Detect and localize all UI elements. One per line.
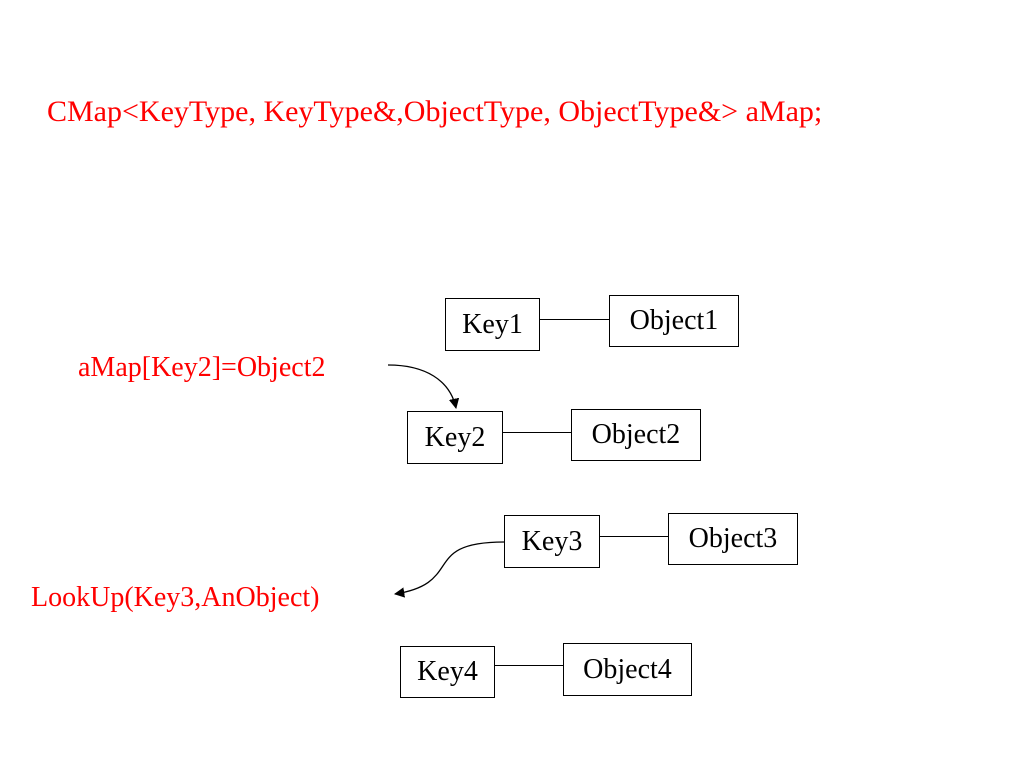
key4-object4-connector xyxy=(495,665,563,666)
key2-box: Key2 xyxy=(407,411,503,464)
insert-arrow xyxy=(387,364,460,410)
key1-box: Key1 xyxy=(445,298,540,351)
object1-box: Object1 xyxy=(609,295,739,347)
object4-box: Object4 xyxy=(563,643,692,696)
object2-box: Object2 xyxy=(571,409,701,461)
insert-annotation: aMap[Key2]=Object2 xyxy=(78,352,326,383)
key3-object3-connector xyxy=(600,536,668,537)
slide-title: CMap<KeyType, KeyType&,ObjectType, Objec… xyxy=(47,95,823,128)
object3-box: Object3 xyxy=(668,513,798,565)
key1-object1-connector xyxy=(540,319,609,320)
key2-object2-connector xyxy=(503,432,571,433)
lookup-arrow xyxy=(393,541,505,598)
key3-box: Key3 xyxy=(504,515,600,568)
lookup-annotation: LookUp(Key3,AnObject) xyxy=(31,582,320,613)
key4-box: Key4 xyxy=(400,646,495,698)
